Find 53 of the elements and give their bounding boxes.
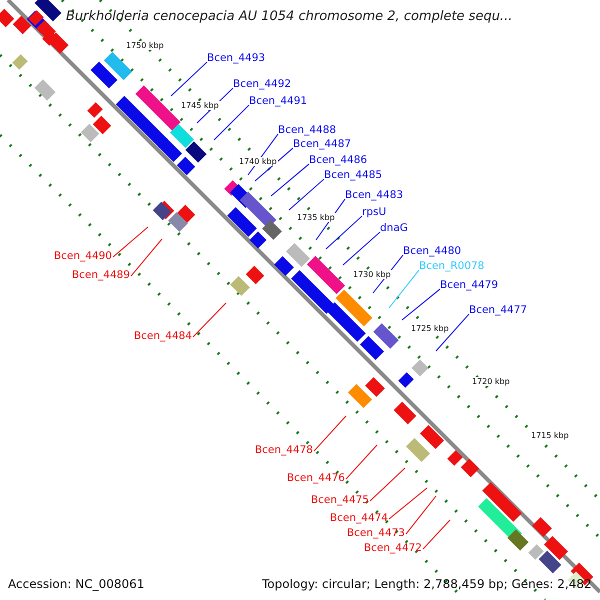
scale-label: 1725 kbp xyxy=(410,324,450,334)
gene-label: Bcen_4483 xyxy=(345,189,404,202)
gene-label: dnaG xyxy=(380,222,408,234)
leader-line xyxy=(422,520,450,550)
gene-label: Bcen_4489 xyxy=(72,269,130,282)
gene-label: Bcen_4492 xyxy=(233,78,292,90)
gene-label: Bcen_4479 xyxy=(440,279,498,292)
scale-label: 1715 kbp xyxy=(530,431,570,440)
scale-label: 1745 kbp xyxy=(180,101,220,110)
leader-line xyxy=(214,104,250,140)
leader-line xyxy=(370,468,406,502)
leader-line xyxy=(402,288,440,320)
footer-text: Accession: NC_008061 xyxy=(8,578,144,592)
leader-line xyxy=(314,416,346,452)
leader-line xyxy=(192,302,226,338)
gene-label: Bcen_4476 xyxy=(286,472,345,484)
gene-label: Bcen_4474 xyxy=(330,512,388,524)
leader-line xyxy=(388,488,428,520)
gene-label: Bcen_4485 xyxy=(324,169,382,182)
gene-label: Bcen_4477 xyxy=(469,304,528,316)
gene-label: Bcen_R0078 xyxy=(419,260,484,272)
leader-line xyxy=(112,226,148,258)
gene-label: Bcen_4472 xyxy=(364,542,422,554)
leader-line xyxy=(406,496,436,535)
leader-line xyxy=(270,164,310,196)
leader-line xyxy=(288,178,324,210)
gene-label: Bcen_4493 xyxy=(207,52,266,64)
leader-line xyxy=(342,232,380,266)
leader-line xyxy=(170,62,208,96)
gene-label: Bcen_4478 xyxy=(254,444,313,456)
leader-line xyxy=(130,238,162,277)
leader-line xyxy=(346,444,378,480)
gene-label: Bcen_4488 xyxy=(278,124,336,136)
scale-label: 1740 kbp xyxy=(238,157,278,166)
scale-label: 1720 kbp xyxy=(471,377,511,386)
footer-text: Topology: circular; Length: 2,788,459 bp; Genes: 2,482 xyxy=(262,578,592,592)
gene-label: Bcen_4475 xyxy=(310,494,369,506)
scale-label: 1730 kbp xyxy=(352,270,392,280)
leader-line xyxy=(326,216,362,250)
chart-title: Burkholderia cenocepacia AU 1054 chromosome 2, complete sequ... xyxy=(66,10,512,25)
gene-label: rpsU xyxy=(362,206,386,218)
gene-label: Bcen_4484 xyxy=(134,330,192,342)
gene-label: Bcen_4491 xyxy=(249,95,308,108)
scale-label: 1735 kbp xyxy=(296,213,336,222)
leader-line xyxy=(254,148,294,182)
gene-label: Bcen_4487 xyxy=(293,138,352,150)
leader-line xyxy=(388,270,420,308)
gene-label: Bcen_4473 xyxy=(346,527,405,540)
gene-label: Bcen_4486 xyxy=(309,154,368,166)
scale-label: 1750 kbp xyxy=(125,41,165,50)
leader-line xyxy=(436,314,470,352)
gene-label: Bcen_4480 xyxy=(403,245,462,258)
gene-label: Bcen_4490 xyxy=(54,250,112,262)
